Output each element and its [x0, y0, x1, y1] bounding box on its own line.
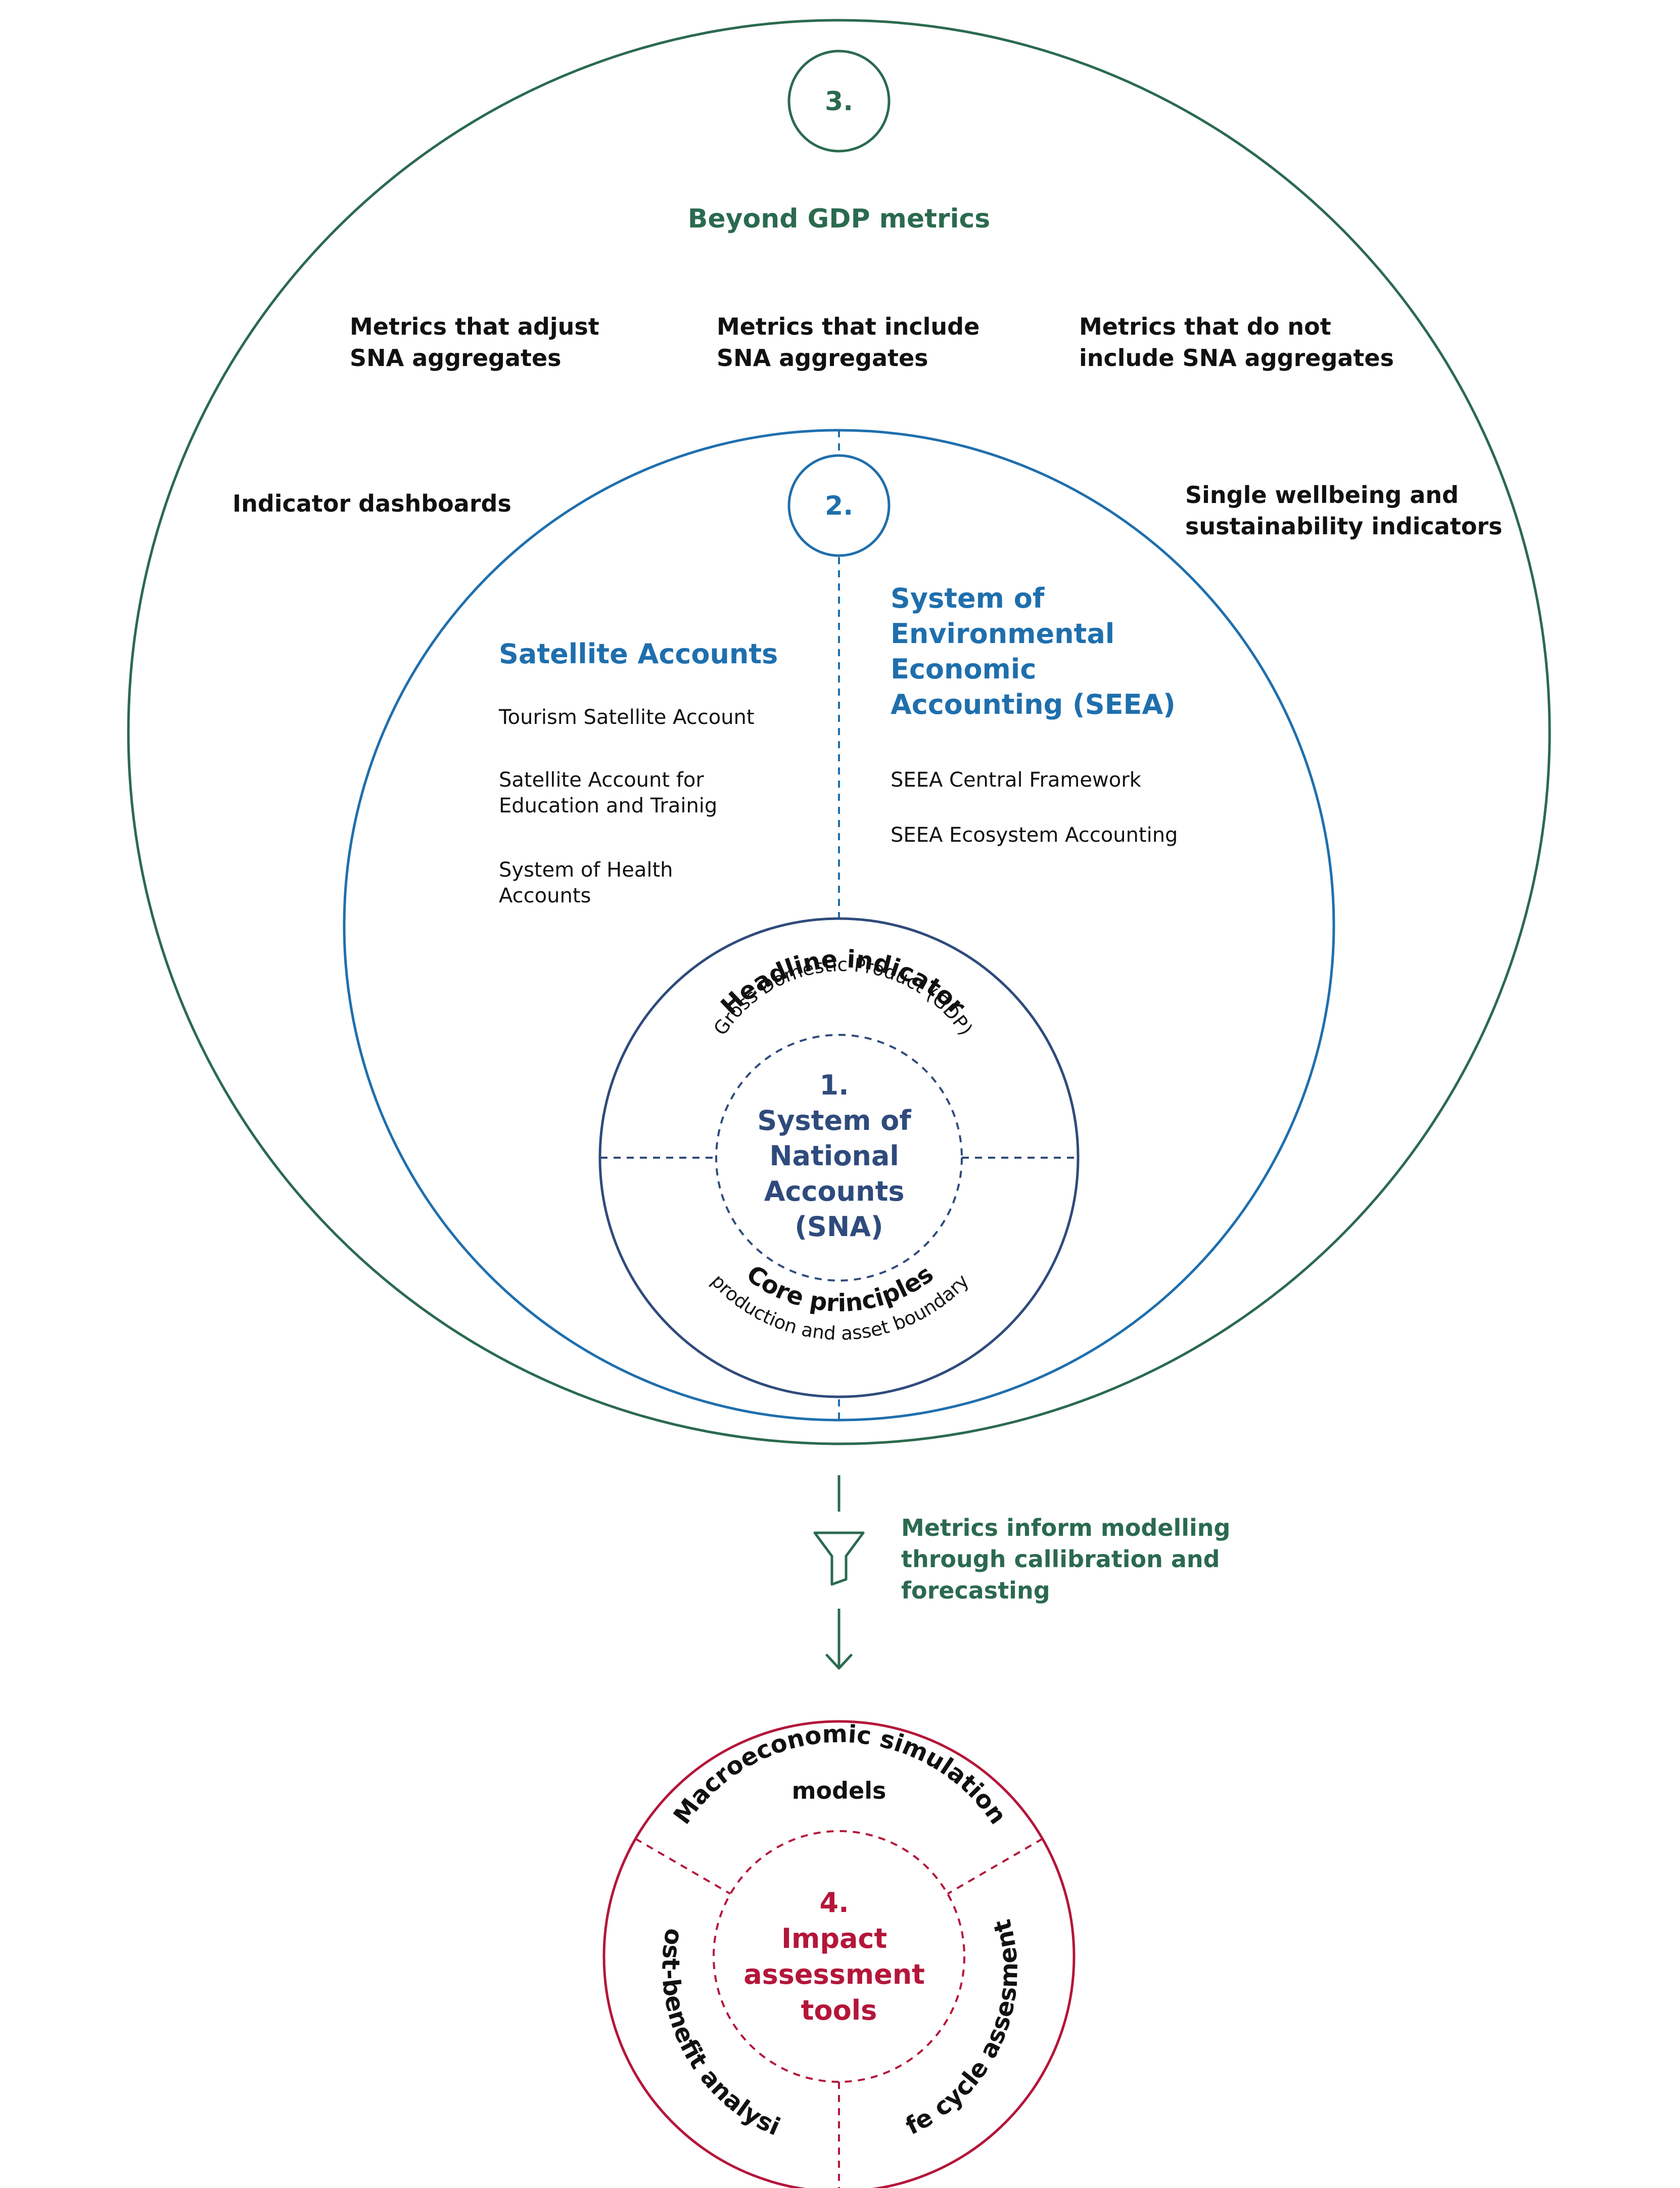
metrics-include-label: Metrics that include SNA aggregates	[717, 313, 988, 372]
sna-title: 1. System of National Accounts (SNA)	[757, 1069, 920, 1243]
satellite-item-tourism: Tourism Satellite Account	[498, 706, 755, 729]
satellite-item-education: Satellite Account for Education and Trai…	[499, 768, 717, 817]
impact-title: 4. Impact assessment tools	[743, 1887, 935, 2026]
arrow-down-icon	[825, 1654, 853, 1670]
accounts-circle: 2. Satellite Accounts Tourism Satellite …	[343, 429, 1335, 1422]
flow-connector: Metrics inform modelling through callibr…	[813, 1475, 1239, 1670]
single-indicators-label: Single wellbeing and sustainability indi…	[1185, 481, 1503, 540]
seea-item-ecosystem: SEEA Ecosystem Accounting	[891, 824, 1178, 847]
beyond-gdp-title: Beyond GDP metrics	[688, 204, 990, 234]
models-label: models	[792, 1777, 886, 1804]
impact-divider-left	[634, 1838, 731, 1895]
metrics-not-include-label: Metrics that do not include SNA aggregat…	[1079, 313, 1394, 372]
funnel-icon	[813, 1531, 865, 1586]
seea-title: System of Environmental Economic Account…	[891, 582, 1176, 720]
level3-number-circle	[787, 50, 891, 153]
flow-label: Metrics inform modelling through callibr…	[901, 1514, 1239, 1604]
macro-models-label: Macroeconomic simulation	[668, 1720, 1012, 1830]
metrics-adjust-label: Metrics that adjust SNA aggregates	[350, 313, 608, 372]
impact-inner-dashed-circle	[713, 1830, 965, 2083]
level3-number: 3.	[825, 86, 853, 117]
satellite-item-health: System of Health Accounts	[499, 858, 679, 907]
sna-circle: 1. System of National Accounts (SNA) Hea…	[598, 917, 1080, 1398]
satellite-accounts-title: Satellite Accounts	[499, 638, 778, 670]
beyond-gdp-circle: 3. Beyond GDP metrics Metrics that adjus…	[127, 19, 1551, 1445]
indicator-dashboards-label: Indicator dashboards	[232, 490, 511, 517]
level2-number-circle	[787, 454, 891, 557]
impact-divider-right	[947, 1838, 1044, 1895]
seea-item-central: SEEA Central Framework	[891, 768, 1142, 792]
level2-number: 2.	[825, 491, 853, 521]
